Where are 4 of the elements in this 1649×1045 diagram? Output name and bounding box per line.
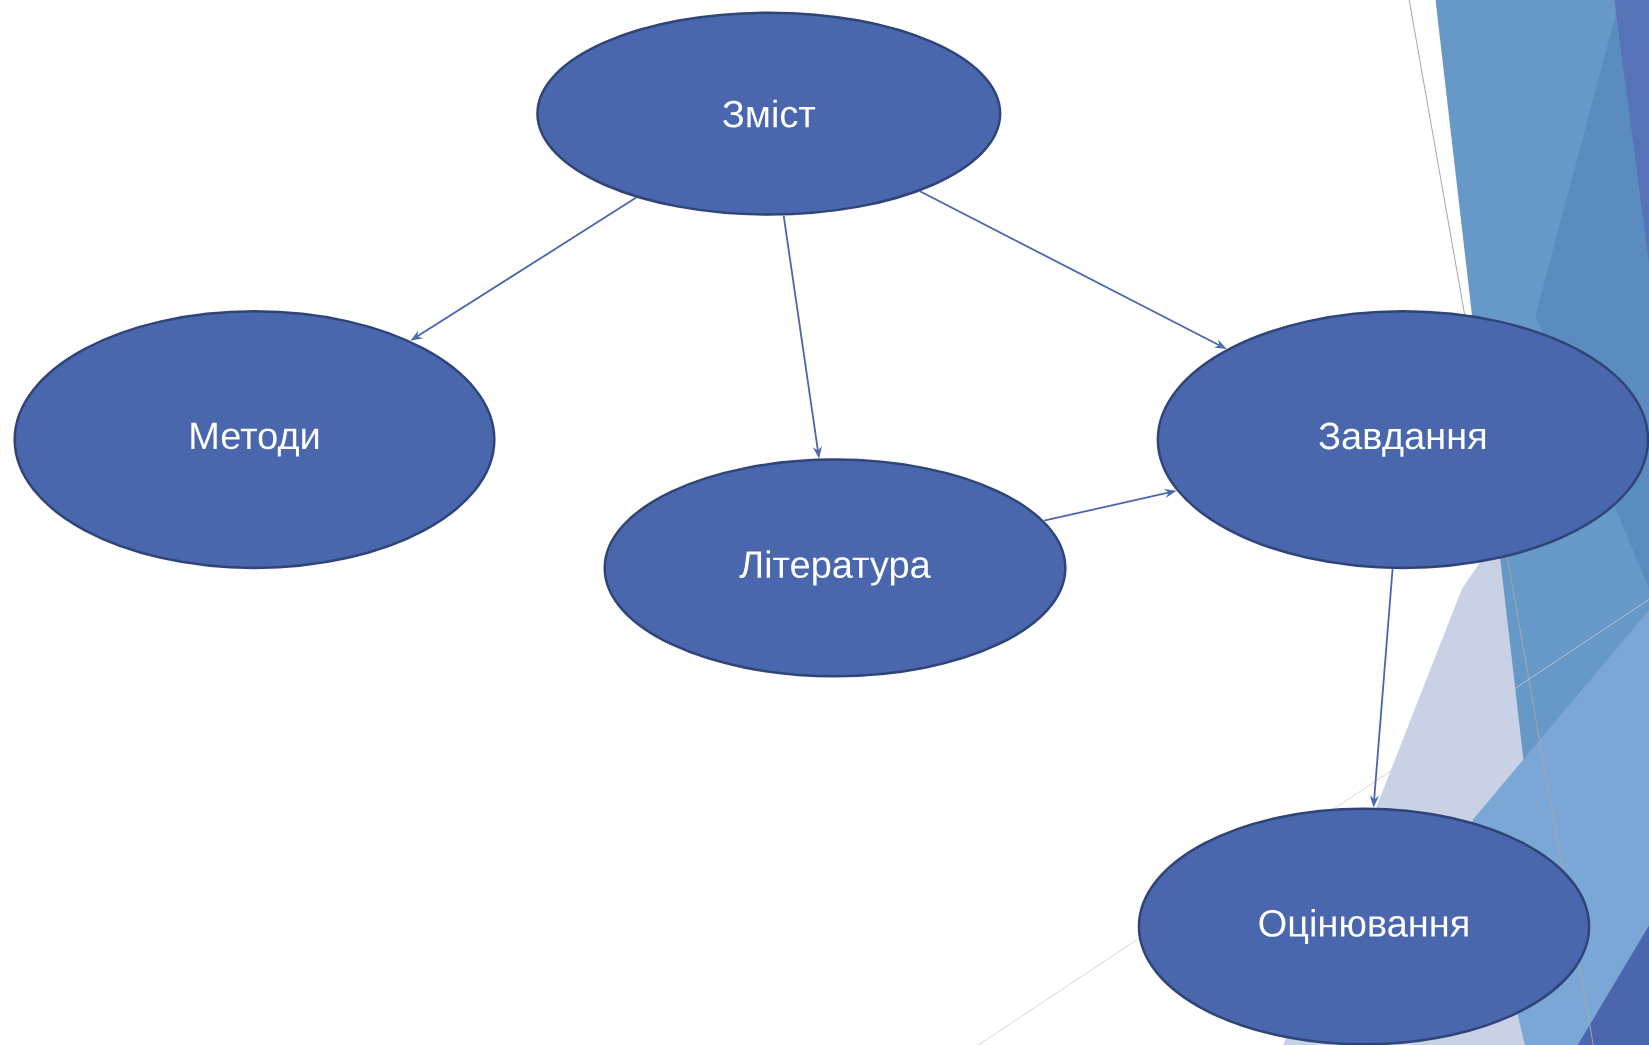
ellipse-node: Зміст <box>536 11 1002 216</box>
ellipse-node: Література <box>603 458 1067 678</box>
ellipse-node: Методи <box>13 310 496 570</box>
ellipse-node: Завдання <box>1156 310 1649 570</box>
